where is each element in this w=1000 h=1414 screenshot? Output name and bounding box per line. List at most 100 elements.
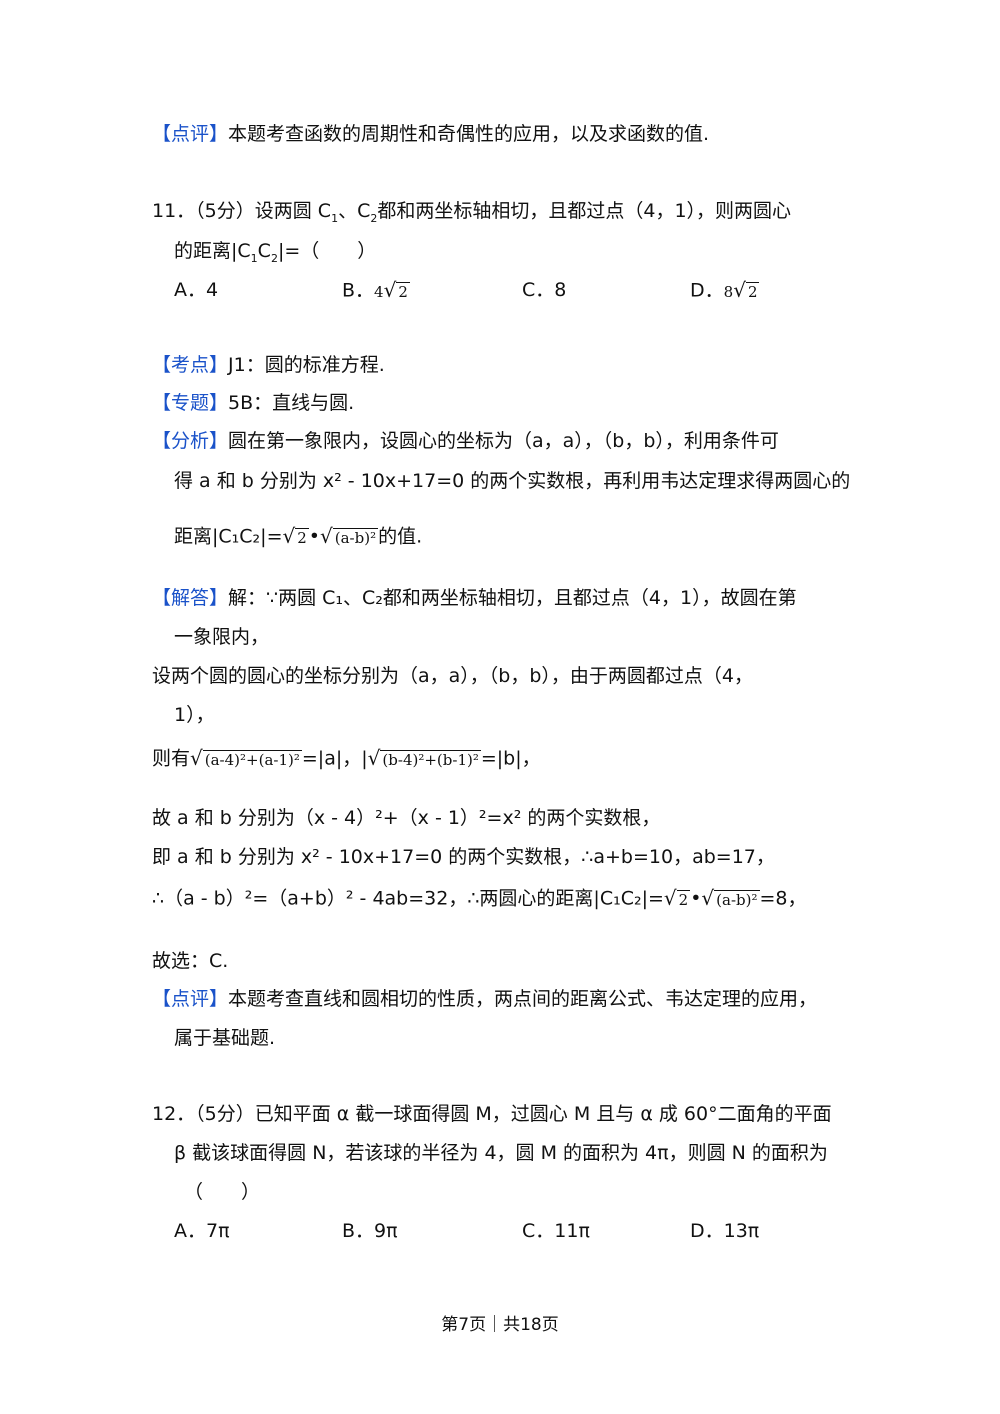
q12-option-b[interactable]: B．9π bbox=[342, 1220, 398, 1242]
sqrt-icon: √ bbox=[701, 886, 715, 910]
jieda-text: 一象限内， bbox=[174, 626, 270, 648]
jieda-line8: ∴（a - b）²=（a+b）² - 4ab=32，∴两圆心的距离|C₁C₂|=… bbox=[152, 885, 807, 913]
dianping2-line2: 属于基础题. bbox=[174, 1025, 275, 1051]
review-line: 【点评】本题考查函数的周期性和奇偶性的应用，以及求函数的值. bbox=[152, 121, 709, 147]
radicand: (a-b)² bbox=[714, 890, 760, 909]
jieda-line6: 故 a 和 b 分别为（x - 4）²+（x - 1）²=x² 的两个实数根， bbox=[152, 805, 660, 831]
subscript: 2 bbox=[270, 251, 278, 265]
radical: √(a-b)² bbox=[701, 885, 760, 913]
radicand: (a-b)² bbox=[332, 528, 379, 547]
radicand: (a-4)²+(a-1)² bbox=[202, 750, 302, 769]
q11-stem-line2: 的距离|C1C2|=（ ） bbox=[174, 238, 376, 272]
q12-option-d[interactable]: D．13π bbox=[690, 1220, 760, 1242]
kaodian-text: J1：圆的标准方程. bbox=[228, 354, 385, 376]
radical-coef: 8 bbox=[723, 283, 734, 301]
q11-option-c[interactable]: C．8 bbox=[522, 277, 566, 303]
radicand: 2 bbox=[295, 528, 309, 547]
subscript: 1 bbox=[331, 211, 339, 225]
jieda-text: 解：∵两圆 C₁、C₂都和两坐标轴相切，且都过点（4，1），故圆在第 bbox=[228, 587, 797, 609]
jieda-text: =|a|，| bbox=[301, 747, 368, 770]
radical: √2 bbox=[663, 885, 691, 913]
jieda-text: 1）， bbox=[174, 704, 215, 726]
radicand: 2 bbox=[396, 282, 410, 301]
page-footer: 第7页｜共18页 bbox=[441, 1315, 559, 1335]
zhuanti-text: 5B：直线与圆. bbox=[228, 392, 355, 414]
option-label: A．4 bbox=[174, 279, 219, 301]
q11-text: 11．（5分）设两圆 C bbox=[152, 200, 332, 222]
jieda-line5: 则有√(a-4)²+(a-1)²=|a|，|√(b-4)²+(b-1)²=|b|… bbox=[152, 745, 541, 773]
fenxi-text: 的值. bbox=[378, 525, 423, 548]
zhuanti-tag: 【专题】 bbox=[152, 392, 229, 414]
review-tag: 【点评】 bbox=[152, 123, 229, 145]
q12-option-c[interactable]: C．11π bbox=[522, 1220, 590, 1242]
dianping2-tag: 【点评】 bbox=[152, 988, 229, 1010]
radicand: 2 bbox=[676, 890, 691, 909]
q12-stem-line2: β 截该球面得圆 N，若该球的半径为 4，圆 M 的面积为 4π，则圆 N 的面… bbox=[174, 1140, 828, 1166]
q11-text: C bbox=[257, 240, 271, 262]
q11-text: |=（ ） bbox=[277, 240, 377, 262]
radical: 8√2 bbox=[724, 277, 760, 305]
fenxi-line1: 【分析】圆在第一象限内，设圆心的坐标为（a，a），（b，b），利用条件可 bbox=[152, 428, 779, 454]
jieda-line2: 一象限内， bbox=[174, 624, 269, 650]
sqrt-icon: √ bbox=[190, 746, 203, 770]
dianping2-text: 属于基础题. bbox=[174, 1027, 276, 1049]
jieda-text: ∴（a - b）²=（a+b）² - 4ab=32，∴两圆心的距离|C₁C₂|= bbox=[152, 887, 664, 910]
jieda-line7: 即 a 和 b 分别为 x² - 10x+17=0 的两个实数根，∴a+b=10… bbox=[152, 844, 775, 870]
q11-text: 、C bbox=[338, 200, 371, 222]
q12-stem-line3: （ ） bbox=[184, 1179, 260, 1205]
dot: • bbox=[690, 887, 702, 910]
sqrt-icon: √ bbox=[367, 746, 381, 770]
radical-coef: 4 bbox=[374, 283, 384, 301]
jieda-tag: 【解答】 bbox=[152, 587, 229, 609]
jieda-text: 故选：C. bbox=[152, 950, 229, 972]
q11-option-a[interactable]: A．4 bbox=[174, 277, 218, 303]
radical: 4√2 bbox=[374, 277, 410, 305]
jieda-line9: 故选：C. bbox=[152, 948, 228, 974]
radical: √(b-4)²+(b-1)² bbox=[368, 745, 481, 773]
q11-option-b[interactable]: B．4√2 bbox=[342, 277, 410, 305]
jieda-text: 即 a 和 b 分别为 x² - 10x+17=0 的两个实数根，∴a+b=10… bbox=[152, 846, 775, 868]
radical: √(a-b)² bbox=[320, 523, 379, 551]
radicand: (b-4)²+(b-1)² bbox=[380, 750, 481, 769]
dianping2-line1: 【点评】本题考查直线和圆相切的性质，两点间的距离公式、韦达定理的应用， bbox=[152, 986, 817, 1012]
jieda-text: =8， bbox=[759, 887, 807, 910]
q11-option-d[interactable]: D．8√2 bbox=[690, 277, 760, 305]
q12-text: （ ） bbox=[184, 1181, 261, 1203]
q11-stem-line1: 11．（5分）设两圆 C1、C2都和两坐标轴相切，且都过点（4，1），则两圆心 bbox=[152, 198, 791, 232]
q12-text: β 截该球面得圆 N，若该球的半径为 4，圆 M 的面积为 4π，则圆 N 的面… bbox=[174, 1142, 828, 1164]
option-label: B． bbox=[342, 279, 375, 302]
sqrt-icon: √ bbox=[282, 524, 296, 548]
sqrt-icon: √ bbox=[383, 278, 397, 302]
review-text: 本题考查函数的周期性和奇偶性的应用，以及求函数的值. bbox=[228, 123, 710, 145]
fenxi-text: 圆在第一象限内，设圆心的坐标为（a，a），（b，b），利用条件可 bbox=[228, 430, 779, 452]
jieda-text: 设两个圆的圆心的坐标分别为（a，a），（b，b），由于两圆都过点（4， bbox=[152, 665, 753, 687]
q12-text: 12．（5分）已知平面 α 截一球面得圆 M，过圆心 M 且与 α 成 60°二… bbox=[152, 1103, 832, 1125]
subscript: 1 bbox=[250, 251, 258, 265]
jieda-line3: 设两个圆的圆心的坐标分别为（a，a），（b，b），由于两圆都过点（4， bbox=[152, 663, 753, 689]
dianping2-text: 本题考查直线和圆相切的性质，两点间的距离公式、韦达定理的应用， bbox=[228, 988, 818, 1010]
q11-text: 都和两坐标轴相切，且都过点（4，1），则两圆心 bbox=[377, 200, 792, 222]
option-label: D． bbox=[690, 279, 724, 302]
radical: √2 bbox=[283, 523, 309, 551]
dot: • bbox=[308, 525, 321, 548]
fenxi-text: 得 a 和 b 分别为 x² - 10x+17=0 的两个实数根，再利用韦达定理… bbox=[174, 470, 851, 492]
q12-option-a[interactable]: A．7π bbox=[174, 1220, 230, 1242]
radical: √(a-4)²+(a-1)² bbox=[190, 745, 302, 773]
zhuanti-line: 【专题】5B：直线与圆. bbox=[152, 390, 354, 416]
radicand: 2 bbox=[745, 282, 760, 301]
fenxi-text: 距离|C₁C₂|= bbox=[174, 525, 283, 548]
jieda-text: 故 a 和 b 分别为（x - 4）²+（x - 1）²=x² 的两个实数根， bbox=[152, 807, 661, 829]
q12-stem-line1: 12．（5分）已知平面 α 截一球面得圆 M，过圆心 M 且与 α 成 60°二… bbox=[152, 1101, 832, 1127]
kaodian-tag: 【考点】 bbox=[152, 354, 229, 376]
q11-text: 的距离|C bbox=[174, 240, 251, 262]
sqrt-icon: √ bbox=[663, 886, 677, 910]
sqrt-icon: √ bbox=[733, 278, 746, 302]
fenxi-line2: 得 a 和 b 分别为 x² - 10x+17=0 的两个实数根，再利用韦达定理… bbox=[174, 468, 850, 494]
kaodian-line: 【考点】J1：圆的标准方程. bbox=[152, 352, 385, 378]
jieda-text: =|b|， bbox=[480, 747, 541, 770]
jieda-text: 则有 bbox=[152, 747, 191, 770]
subscript: 2 bbox=[370, 211, 378, 225]
fenxi-tag: 【分析】 bbox=[152, 430, 229, 452]
sqrt-icon: √ bbox=[320, 524, 333, 548]
